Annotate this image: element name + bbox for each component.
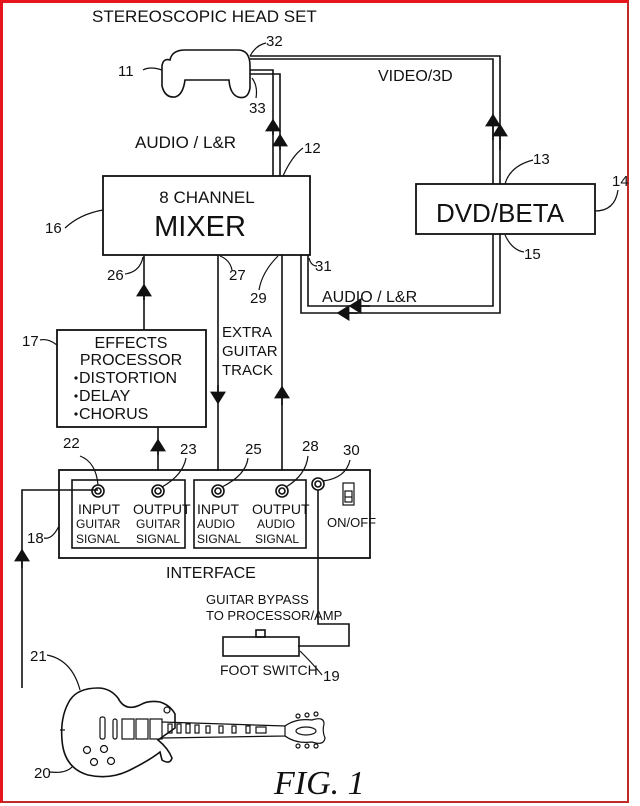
ref-15: 15 xyxy=(524,246,541,263)
interface-label: INTERFACE xyxy=(166,565,256,582)
effect-item: CHORUS xyxy=(79,406,148,423)
ref-31: 31 xyxy=(315,258,332,275)
ref-16: 16 xyxy=(45,220,62,237)
ref-14: 14 xyxy=(612,173,629,190)
ref-11: 11 xyxy=(118,63,134,80)
jack-label: INPUT xyxy=(78,501,120,517)
audio-from-dvd-cable xyxy=(300,234,501,321)
ref-27: 27 xyxy=(229,267,246,284)
jack-input-audio[interactable] xyxy=(211,484,225,498)
footswitch-cable xyxy=(298,490,350,647)
jack-label: OUTPUT xyxy=(133,501,191,517)
label-audio-headset: AUDIO / L&R xyxy=(135,133,236,152)
ref-26: 26 xyxy=(107,267,124,284)
footswitch-label: FOOT SWITCH xyxy=(220,662,318,678)
dvd-beta-box: DVD/BETA xyxy=(415,183,596,235)
jack-label: GUITAR xyxy=(76,517,121,531)
ref-20: 20 xyxy=(34,765,51,782)
effect-item: DELAY xyxy=(79,388,131,405)
label-track: TRACK xyxy=(222,362,273,379)
effects-title-2: PROCESSOR xyxy=(80,352,182,369)
foot-switch[interactable] xyxy=(222,629,300,657)
label-audio-dvd: AUDIO / L&R xyxy=(322,289,417,306)
mixer-label-2: MIXER xyxy=(154,211,246,243)
ref-17: 17 xyxy=(22,333,39,350)
ref-29: 29 xyxy=(250,290,267,307)
label-guitar: GUITAR xyxy=(222,343,278,360)
ref-33: 33 xyxy=(249,100,266,117)
ref-28: 28 xyxy=(302,438,319,455)
ref-22: 22 xyxy=(63,435,80,452)
stereoscopic-headset: 11 32 33 xyxy=(118,33,283,117)
ref-13: 13 xyxy=(533,151,550,168)
jack-label: SIGNAL xyxy=(197,532,241,546)
leader-33 xyxy=(251,77,258,99)
label-video-3d: VIDEO/3D xyxy=(378,68,453,85)
jack-label: SIGNAL xyxy=(255,532,299,546)
effects-title-1: EFFECTS xyxy=(95,335,168,352)
jack-label: AUDIO xyxy=(197,517,235,531)
jack-output-guitar[interactable] xyxy=(151,484,165,498)
guitar-cable xyxy=(21,489,98,688)
effects-processor-box: EFFECTS PROCESSOR DISTORTION DELAY CHORU… xyxy=(56,329,207,428)
ref-12: 12 xyxy=(304,140,321,157)
ref-30: 30 xyxy=(343,442,360,459)
jack-label: SIGNAL xyxy=(76,532,120,546)
power-label: ON/OFF xyxy=(327,515,376,530)
jack-label: SIGNAL xyxy=(136,532,180,546)
bypass-note-2: TO PROCESSOR/AMP xyxy=(206,608,342,623)
jack-label: OUTPUT xyxy=(252,501,310,517)
label-extra: EXTRA xyxy=(222,324,272,341)
leader-11 xyxy=(142,67,163,71)
jack-label: INPUT xyxy=(197,501,239,517)
audio-to-headset-cable xyxy=(250,69,288,176)
ref-19: 19 xyxy=(323,668,340,685)
mixer-label-1: 8 CHANNEL xyxy=(159,188,254,207)
video-cable xyxy=(250,55,508,184)
interface-box: INPUT GUITAR SIGNAL OUTPUT GUITAR SIGNAL… xyxy=(58,469,376,559)
figure-caption: FIG. 1 xyxy=(273,765,365,802)
ref-23: 23 xyxy=(180,441,197,458)
bypass-note-1: GUITAR BYPASS xyxy=(206,592,309,607)
ref-18: 18 xyxy=(27,530,44,547)
mixer-box: 8 CHANNEL MIXER xyxy=(102,175,311,256)
headset-title: STEREOSCOPIC HEAD SET xyxy=(92,7,317,26)
ref-21: 21 xyxy=(30,648,47,665)
effect-item: DISTORTION xyxy=(79,370,177,387)
jack-output-audio[interactable] xyxy=(275,484,289,498)
leader-32 xyxy=(249,42,267,57)
power-switch[interactable] xyxy=(342,482,355,506)
jack-label: GUITAR xyxy=(136,517,181,531)
dvd-label: DVD/BETA xyxy=(436,198,565,228)
ref-32: 32 xyxy=(266,33,283,50)
guitar-drawing xyxy=(60,687,326,778)
ref-25: 25 xyxy=(245,441,262,458)
jack-label: AUDIO xyxy=(257,517,295,531)
